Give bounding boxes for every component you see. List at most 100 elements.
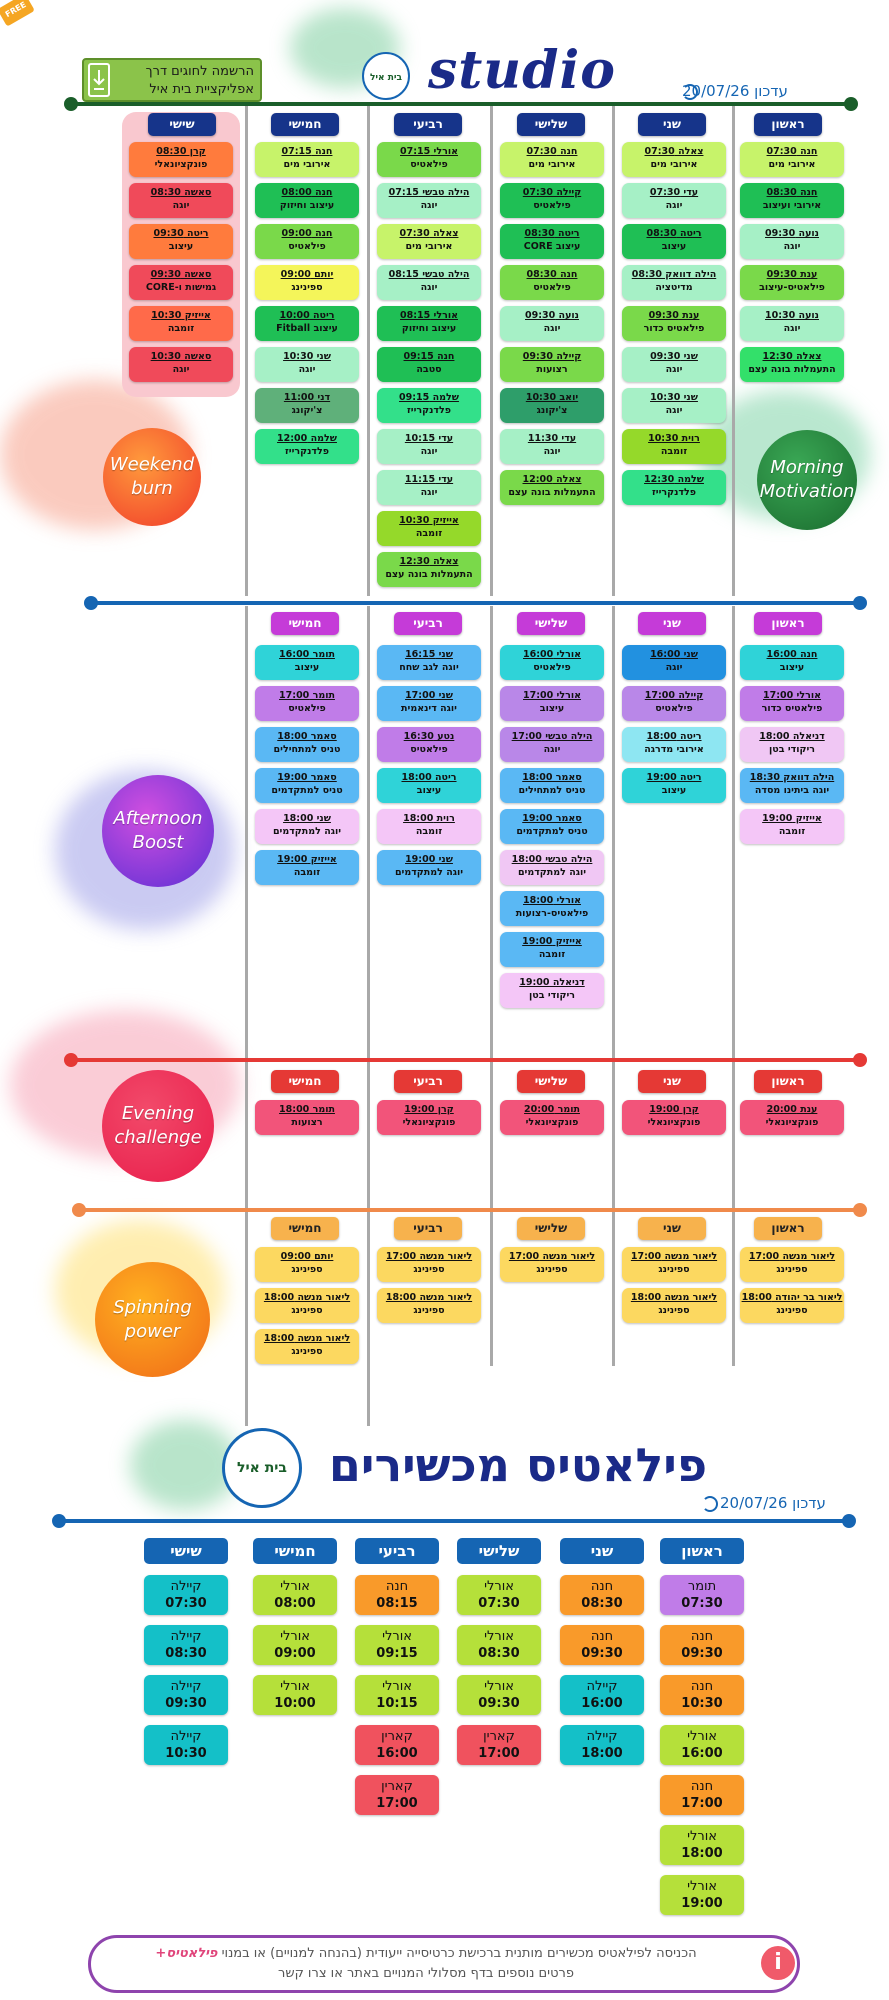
register-banner[interactable]: הרשמה לחוגים דרך אפליקציית בית איל [82,58,262,102]
